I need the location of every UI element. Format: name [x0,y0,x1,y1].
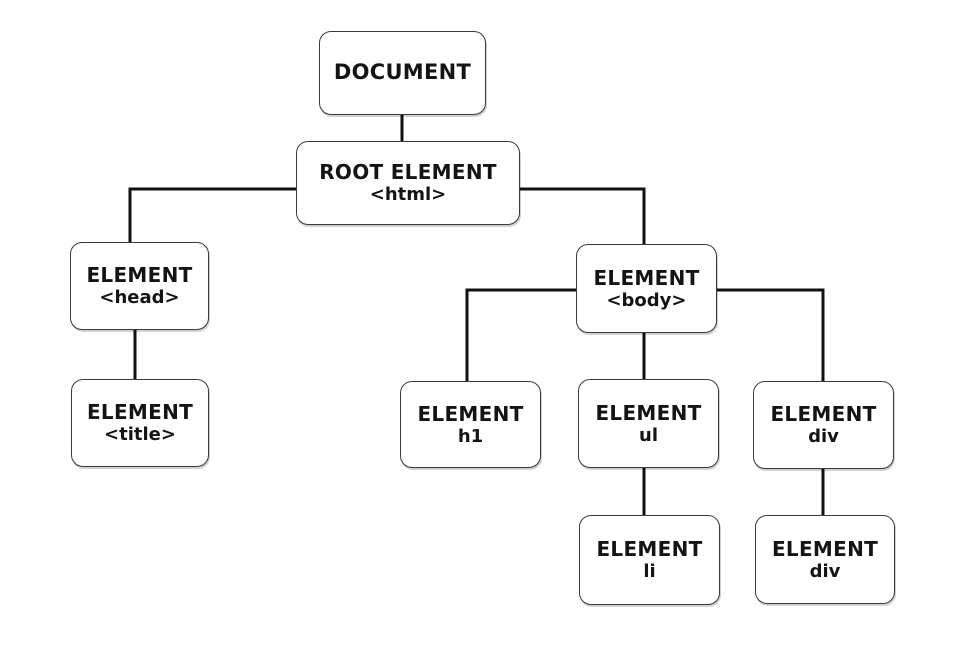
node-root-label: ROOT ELEMENT [319,160,497,185]
node-div-child-label: ELEMENT [771,536,879,561]
edge-body-div [713,288,825,384]
node-li-tag: li [643,561,656,583]
node-element-ul: ELEMENT ul [578,379,719,468]
node-document: DOCUMENT [319,31,486,115]
node-element-li: ELEMENT li [579,515,720,605]
node-root-element: ROOT ELEMENT <html> [296,141,520,225]
node-head-tag: <head> [99,287,180,309]
edge-root-head [128,187,302,245]
node-element-title: ELEMENT <title> [71,379,209,467]
node-div-label: ELEMENT [770,402,877,427]
node-title-label: ELEMENT [86,400,194,425]
edge-body-h1 [465,288,581,384]
node-li-label: ELEMENT [596,537,703,562]
node-root-tag: <html> [369,184,447,206]
node-ul-tag: ul [639,424,658,446]
node-h1-label: ELEMENT [417,401,524,426]
node-head-label: ELEMENT [86,263,193,288]
node-element-body: ELEMENT <body> [576,244,717,333]
node-element-div-child: ELEMENT div [755,515,895,604]
node-body-tag: <body> [606,289,687,311]
node-div-tag: div [808,426,839,448]
node-h1-tag: h1 [457,425,484,447]
node-div-child-tag: div [809,560,841,582]
node-element-div: ELEMENT div [753,381,894,469]
node-title-tag: <title> [104,424,176,446]
node-element-head: ELEMENT <head> [70,242,209,330]
edge-root-body [516,187,646,247]
node-document-label: DOCUMENT [333,60,472,85]
node-element-h1: ELEMENT h1 [400,381,541,468]
node-body-label: ELEMENT [593,265,700,290]
node-ul-label: ELEMENT [595,400,702,425]
